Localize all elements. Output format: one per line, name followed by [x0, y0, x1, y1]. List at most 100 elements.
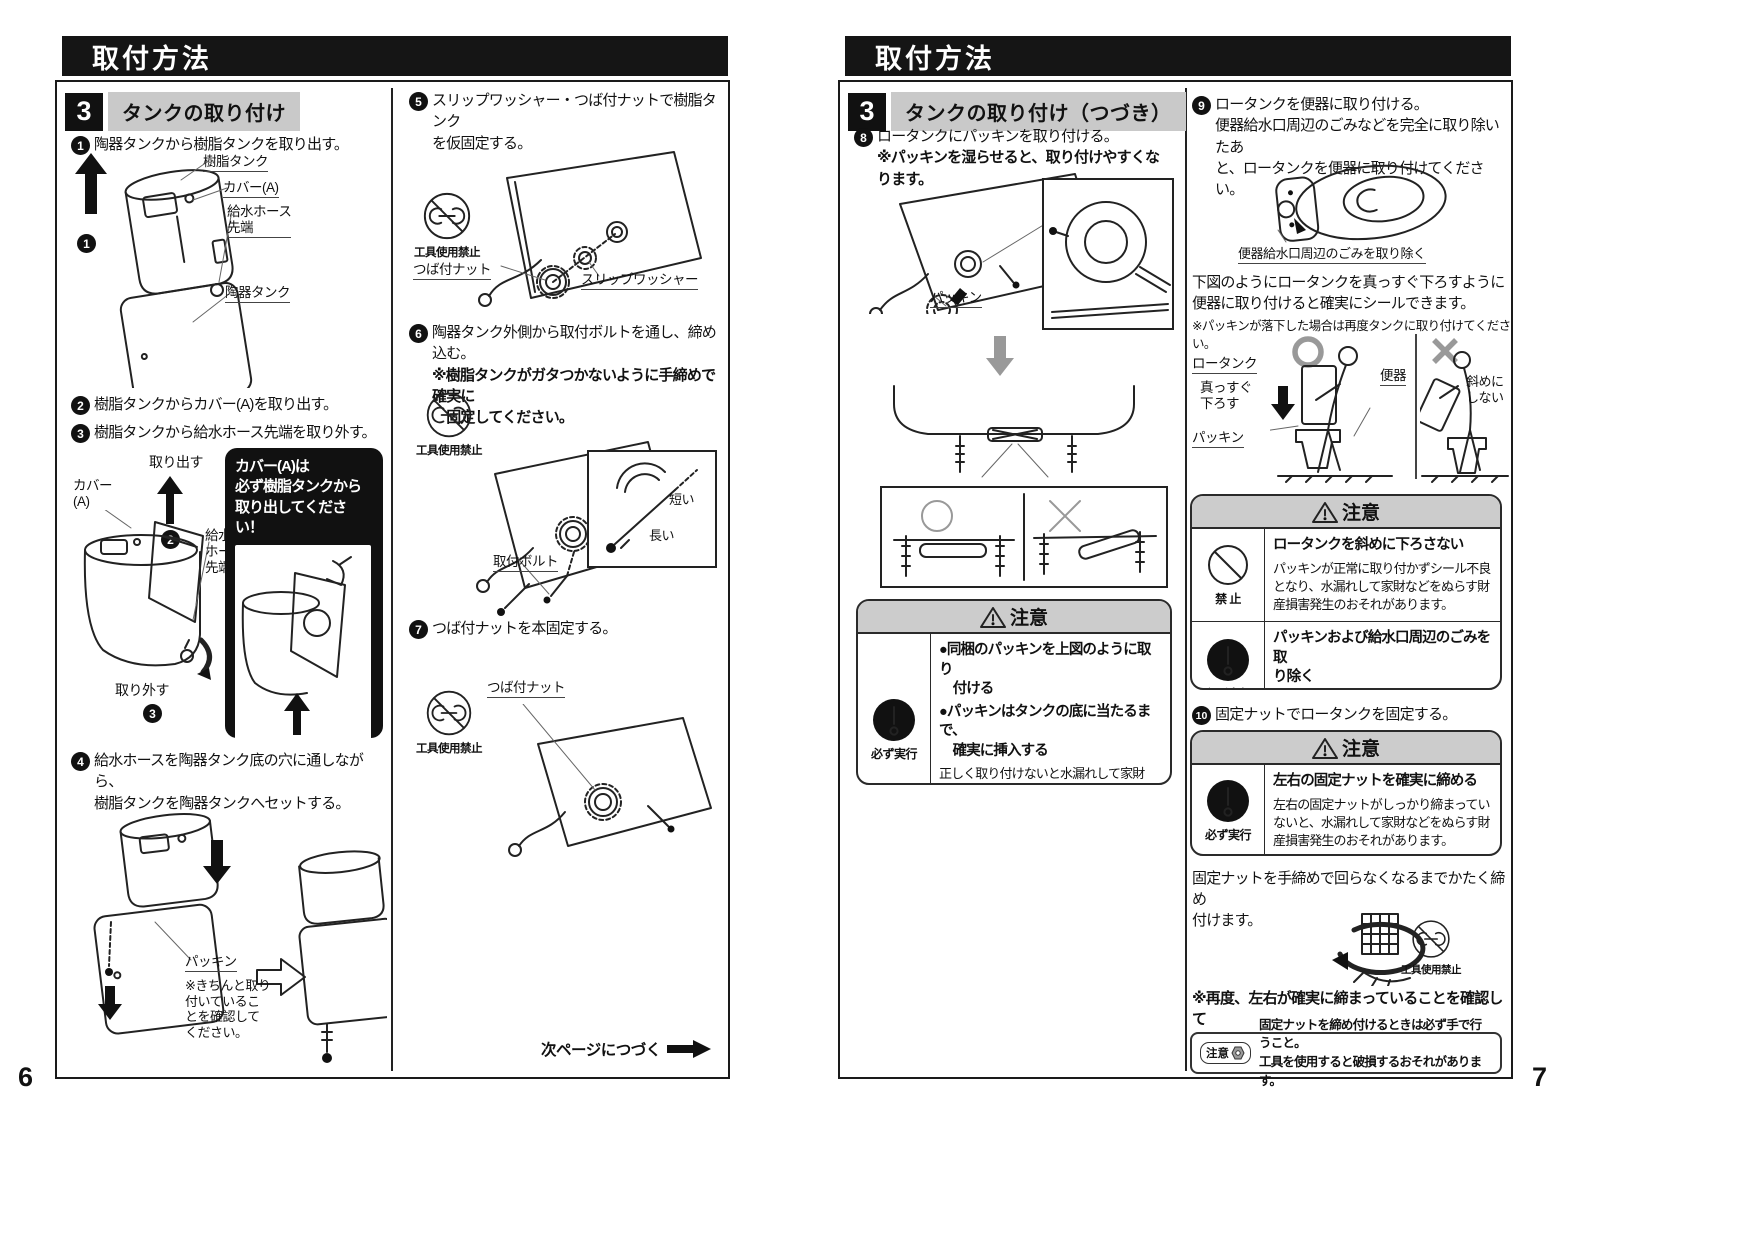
label-slip-washer: スリップワッシャー	[581, 272, 699, 291]
fig-tank-set	[93, 813, 387, 1063]
nut-icon	[1231, 1046, 1245, 1060]
caution-bold: ロータンクを斜めに下ろさない	[1273, 537, 1464, 553]
prohibition-icon	[1208, 545, 1248, 586]
figure-separator	[1415, 334, 1417, 479]
label-tsuba-nut: つば付ナット	[413, 262, 492, 281]
label-naname: 斜めに しない	[1466, 374, 1504, 405]
para-lower-straight: 下図のようにロータンクを真っすぐ下ろすように 便器に取り付けると確実にシールでき…	[1192, 274, 1505, 312]
section-number: 3	[65, 92, 103, 131]
label-mounting-bolt: 取付ボルト	[493, 554, 559, 573]
no-tools-icon	[426, 690, 472, 736]
next-page-text: 次ページにつづく	[541, 1042, 661, 1059]
note-icon: 注意	[1200, 1042, 1251, 1064]
page-7: 3 タンクの取り付け（つづき） 8 ロータンクにパッキンを取り付ける。※パッキン…	[838, 80, 1513, 1088]
fig-nut-final	[508, 704, 712, 857]
caution-bold: パッキンおよび給水口周辺のごみを取 り除く	[1273, 630, 1491, 686]
caution-box-packing: 注意 必ず実行 ●同梱のパッキンを上図のように取り 付ける ●パッキンはタンクの…	[856, 599, 1172, 785]
step-8-note: ※パッキンを湿らせると、取り付けやすくなります。	[877, 149, 1160, 188]
warning-triangle-icon	[979, 606, 1006, 628]
fig-cover-removal	[83, 510, 212, 680]
step-2-text: 樹脂タンクからカバー(A)を取り出す。	[94, 396, 338, 413]
mandatory-label: 必ず実行	[1204, 828, 1252, 843]
mandatory-icon	[1207, 638, 1249, 681]
step-6-note: ※樹脂タンクがガタつかないように手締めで確実に 固定してください。	[432, 366, 716, 427]
caution-bullet-2: ●パッキンはタンクの底に当たるまで、 確実に挿入する	[939, 703, 1151, 759]
prohibition-label: 禁 止	[1215, 592, 1241, 607]
fig-packing-ok-ng	[893, 493, 1157, 581]
step-8-marker: 8	[854, 128, 873, 147]
step-4: 4 給水ホースを陶器タンク底の穴に通しながら、 樹脂タンクを陶器タンクへセットす…	[71, 750, 387, 814]
column-divider	[1185, 88, 1187, 1071]
section-header: 3 タンクの取り付け	[65, 92, 300, 131]
callout-illustration	[235, 545, 371, 743]
step-1: 1 陶器タンクから樹脂タンクを取り出す。	[71, 134, 387, 155]
caution-icon-cell: 必ず実行	[1192, 765, 1265, 854]
step-6-text: 陶器タンク外側から取付ボルトを通し、締め込む。※樹脂タンクがガタつかないように手…	[432, 322, 725, 428]
page-number-7: 7	[1532, 1062, 1548, 1092]
callout-text: カバー(A)は 必ず樹脂タンクから 取り出してください！	[235, 458, 362, 536]
caution-text-cell: パッキンおよび給水口周辺のごみを取 り除く 水漏れするおそれがあります。	[1265, 622, 1500, 688]
label-cover-a2: カバー (A)	[73, 478, 113, 510]
mandatory-icon	[1207, 780, 1249, 823]
caution-bold: 左右の固定ナットを確実に締める	[1273, 773, 1478, 789]
hand-only-notebox: 注意 固定ナットを締め付けるときは必ず手で行うこと。 工具を使用すると破損するお…	[1190, 1018, 1502, 1088]
label-torihazusu: 取り外す	[115, 682, 170, 698]
cover-warning-callout: カバー(A)は 必ず樹脂タンクから 取り出してください！	[225, 448, 383, 743]
no-tools-block-1: 工具使用禁止	[407, 190, 487, 260]
fig-hand-tighten	[1332, 913, 1426, 986]
caution-title: 注意	[1341, 503, 1380, 524]
fig-bolt-lengths	[606, 462, 698, 553]
label-clean-inlet: 便器給水口周辺のごみを取り除く	[1238, 246, 1426, 264]
label-packing-note: ※きちんと取り 付いているこ とを確認して ください。	[185, 978, 271, 1040]
caution-text-cell: 左右の固定ナットを確実に締める 左右の固定ナットがしっかり締まってい ないと、水…	[1265, 765, 1500, 854]
label-short: 短い	[669, 492, 695, 507]
no-tools-block-2: 工具使用禁止	[409, 390, 489, 458]
caution-body: 左右の固定ナットがしっかり締まってい ないと、水漏れして家財などをぬらす財 産損…	[1273, 796, 1491, 848]
step-7-text: つば付ナットを本固定する。	[432, 620, 617, 637]
label-packing: パッキン	[185, 954, 237, 973]
ng-cross-icon	[1432, 338, 1458, 364]
label-ceramic-tank: 陶器タンク	[225, 285, 291, 304]
step-8: 8 ロータンクにパッキンを取り付ける。※パッキンを湿らせると、取り付けやすくなり…	[854, 126, 1170, 190]
caution-row-prohibit: 禁 止 ロータンクを斜めに下ろさない パッキンが正常に取り付かずシール不良 とな…	[1192, 529, 1500, 622]
section-number: 3	[848, 92, 886, 131]
no-tools-caption: 工具使用禁止	[416, 445, 483, 457]
no-tools-icon	[423, 192, 471, 240]
caution-header: 注意	[858, 601, 1170, 634]
fig-person-wrong	[1420, 351, 1509, 483]
step-2: 2 樹脂タンクからカバー(A)を取り出す。	[71, 394, 387, 415]
fig-attach-packing	[869, 173, 1107, 314]
packing-closeup-inset	[1042, 178, 1174, 330]
warning-triangle-icon	[1311, 501, 1338, 523]
step-3-marker: 3	[71, 424, 90, 443]
fig-tank-separation	[75, 153, 253, 388]
packing-ok-ng-inset	[880, 486, 1168, 588]
page-number-6: 6	[18, 1062, 34, 1092]
step-4-text: 給水ホースを陶器タンク底の穴に通しながら、 樹脂タンクを陶器タンクへセットする。	[94, 752, 364, 812]
caution-header: 注意	[1192, 732, 1500, 765]
fig-packing-ring	[1049, 201, 1171, 319]
next-page-note: 次ページにつづく	[541, 1038, 711, 1060]
page-6: 3 タンクの取り付け 1 陶器タンクから樹脂タンクを取り出す。 樹脂タンク カバ…	[55, 80, 730, 1079]
step-5-marker: 5	[409, 92, 428, 111]
caution-body: パッキンが正常に取り付かずシール不良 となり、水漏れして家財などをぬらす財 産損…	[1273, 560, 1491, 612]
gray-down-arrow	[986, 336, 1014, 376]
up-arrow	[157, 476, 183, 524]
caution-box-nuts: 注意 必ず実行 左右の固定ナットを確実に締める 左右の固定ナットがしっかり締まっ…	[1190, 730, 1502, 856]
section-header: 3 タンクの取り付け（つづき）	[848, 92, 1186, 131]
caution-icon-cell: 必ず実行	[858, 634, 931, 783]
fig-temp-fix	[478, 151, 702, 307]
caution-title: 注意	[1009, 608, 1048, 629]
label-packing-10: パッキン	[1192, 430, 1244, 449]
step-1-text: 陶器タンクから樹脂タンクを取り出す。	[94, 136, 349, 153]
label-packing-8: パッキン	[930, 290, 982, 309]
step-6-marker: 6	[409, 324, 428, 343]
step-5-text: スリップワッシャー・つば付ナットで樹脂タンク を仮固定する。	[432, 92, 717, 152]
bolt-length-inset	[587, 450, 717, 568]
step-3-text: 樹脂タンクから給水ホース先端を取り外す。	[94, 424, 377, 441]
para-hand-tighten: 固定ナットを手締めで回らなくなるまでかたく締め 付けます。	[1192, 870, 1505, 929]
mandatory-label: 必ず実行	[870, 747, 918, 762]
step-4-marker: 4	[71, 752, 90, 771]
caution-box-lowering: 注意 禁 止 ロータンクを斜めに下ろさない パッキンが正常に取り付かずシール不良…	[1190, 494, 1502, 690]
